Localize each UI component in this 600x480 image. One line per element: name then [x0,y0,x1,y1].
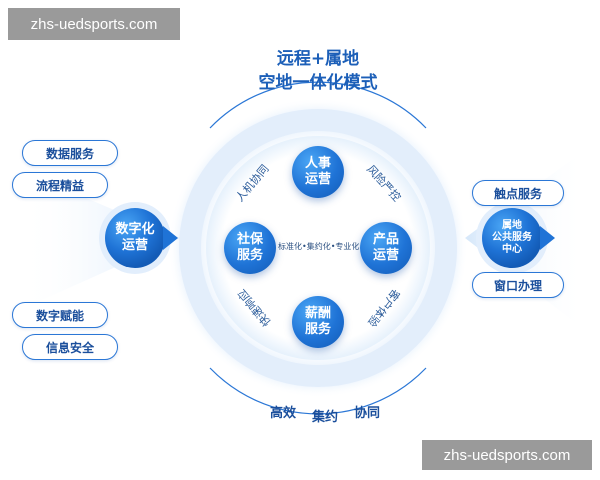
bottom-arc [209,367,427,415]
watermark-top: zhs-uedsports.com [8,8,180,40]
left-node-label: 数字化 运营 [115,222,155,254]
bottom-word-efficient: 高效 [270,406,297,421]
node-hr-operation: 人事 运营 [292,146,344,198]
bottom-word-intensive: 集约 [312,410,339,425]
center-text: 标准化•集约化•专业化 [278,242,360,251]
pill-digital-empower: 数字赋能 [12,302,108,328]
node-social-security: 社保 服务 [224,222,276,274]
inner-disc [206,136,430,360]
outer-ring-stroke [179,109,457,387]
bottom-word-collaborative: 协同 [354,406,381,421]
node-product-operation: 产品 运营 [360,222,412,274]
node-payroll-service: 薪酬 服务 [292,296,344,348]
top-arc [209,81,427,129]
right-node-arrow [540,226,555,250]
pill-window-service: 窗口办理 [472,272,564,298]
left-node-arrow [163,226,178,250]
right-node-disc [482,208,542,268]
pill-process-lean: 流程精益 [12,172,108,198]
pill-touchpoint-service: 触点服务 [472,180,564,206]
pill-data-service: 数据服务 [22,140,118,166]
title-line-2: 空地一体化模式 [258,73,378,93]
title-line-1: 远程+属地 [276,49,360,69]
watermark-bottom: zhs-uedsports.com [422,440,592,470]
left-node-disc [105,208,165,268]
right-node-label: 属地 公共服务 中心 [492,220,532,255]
pill-info-security: 信息安全 [22,334,118,360]
